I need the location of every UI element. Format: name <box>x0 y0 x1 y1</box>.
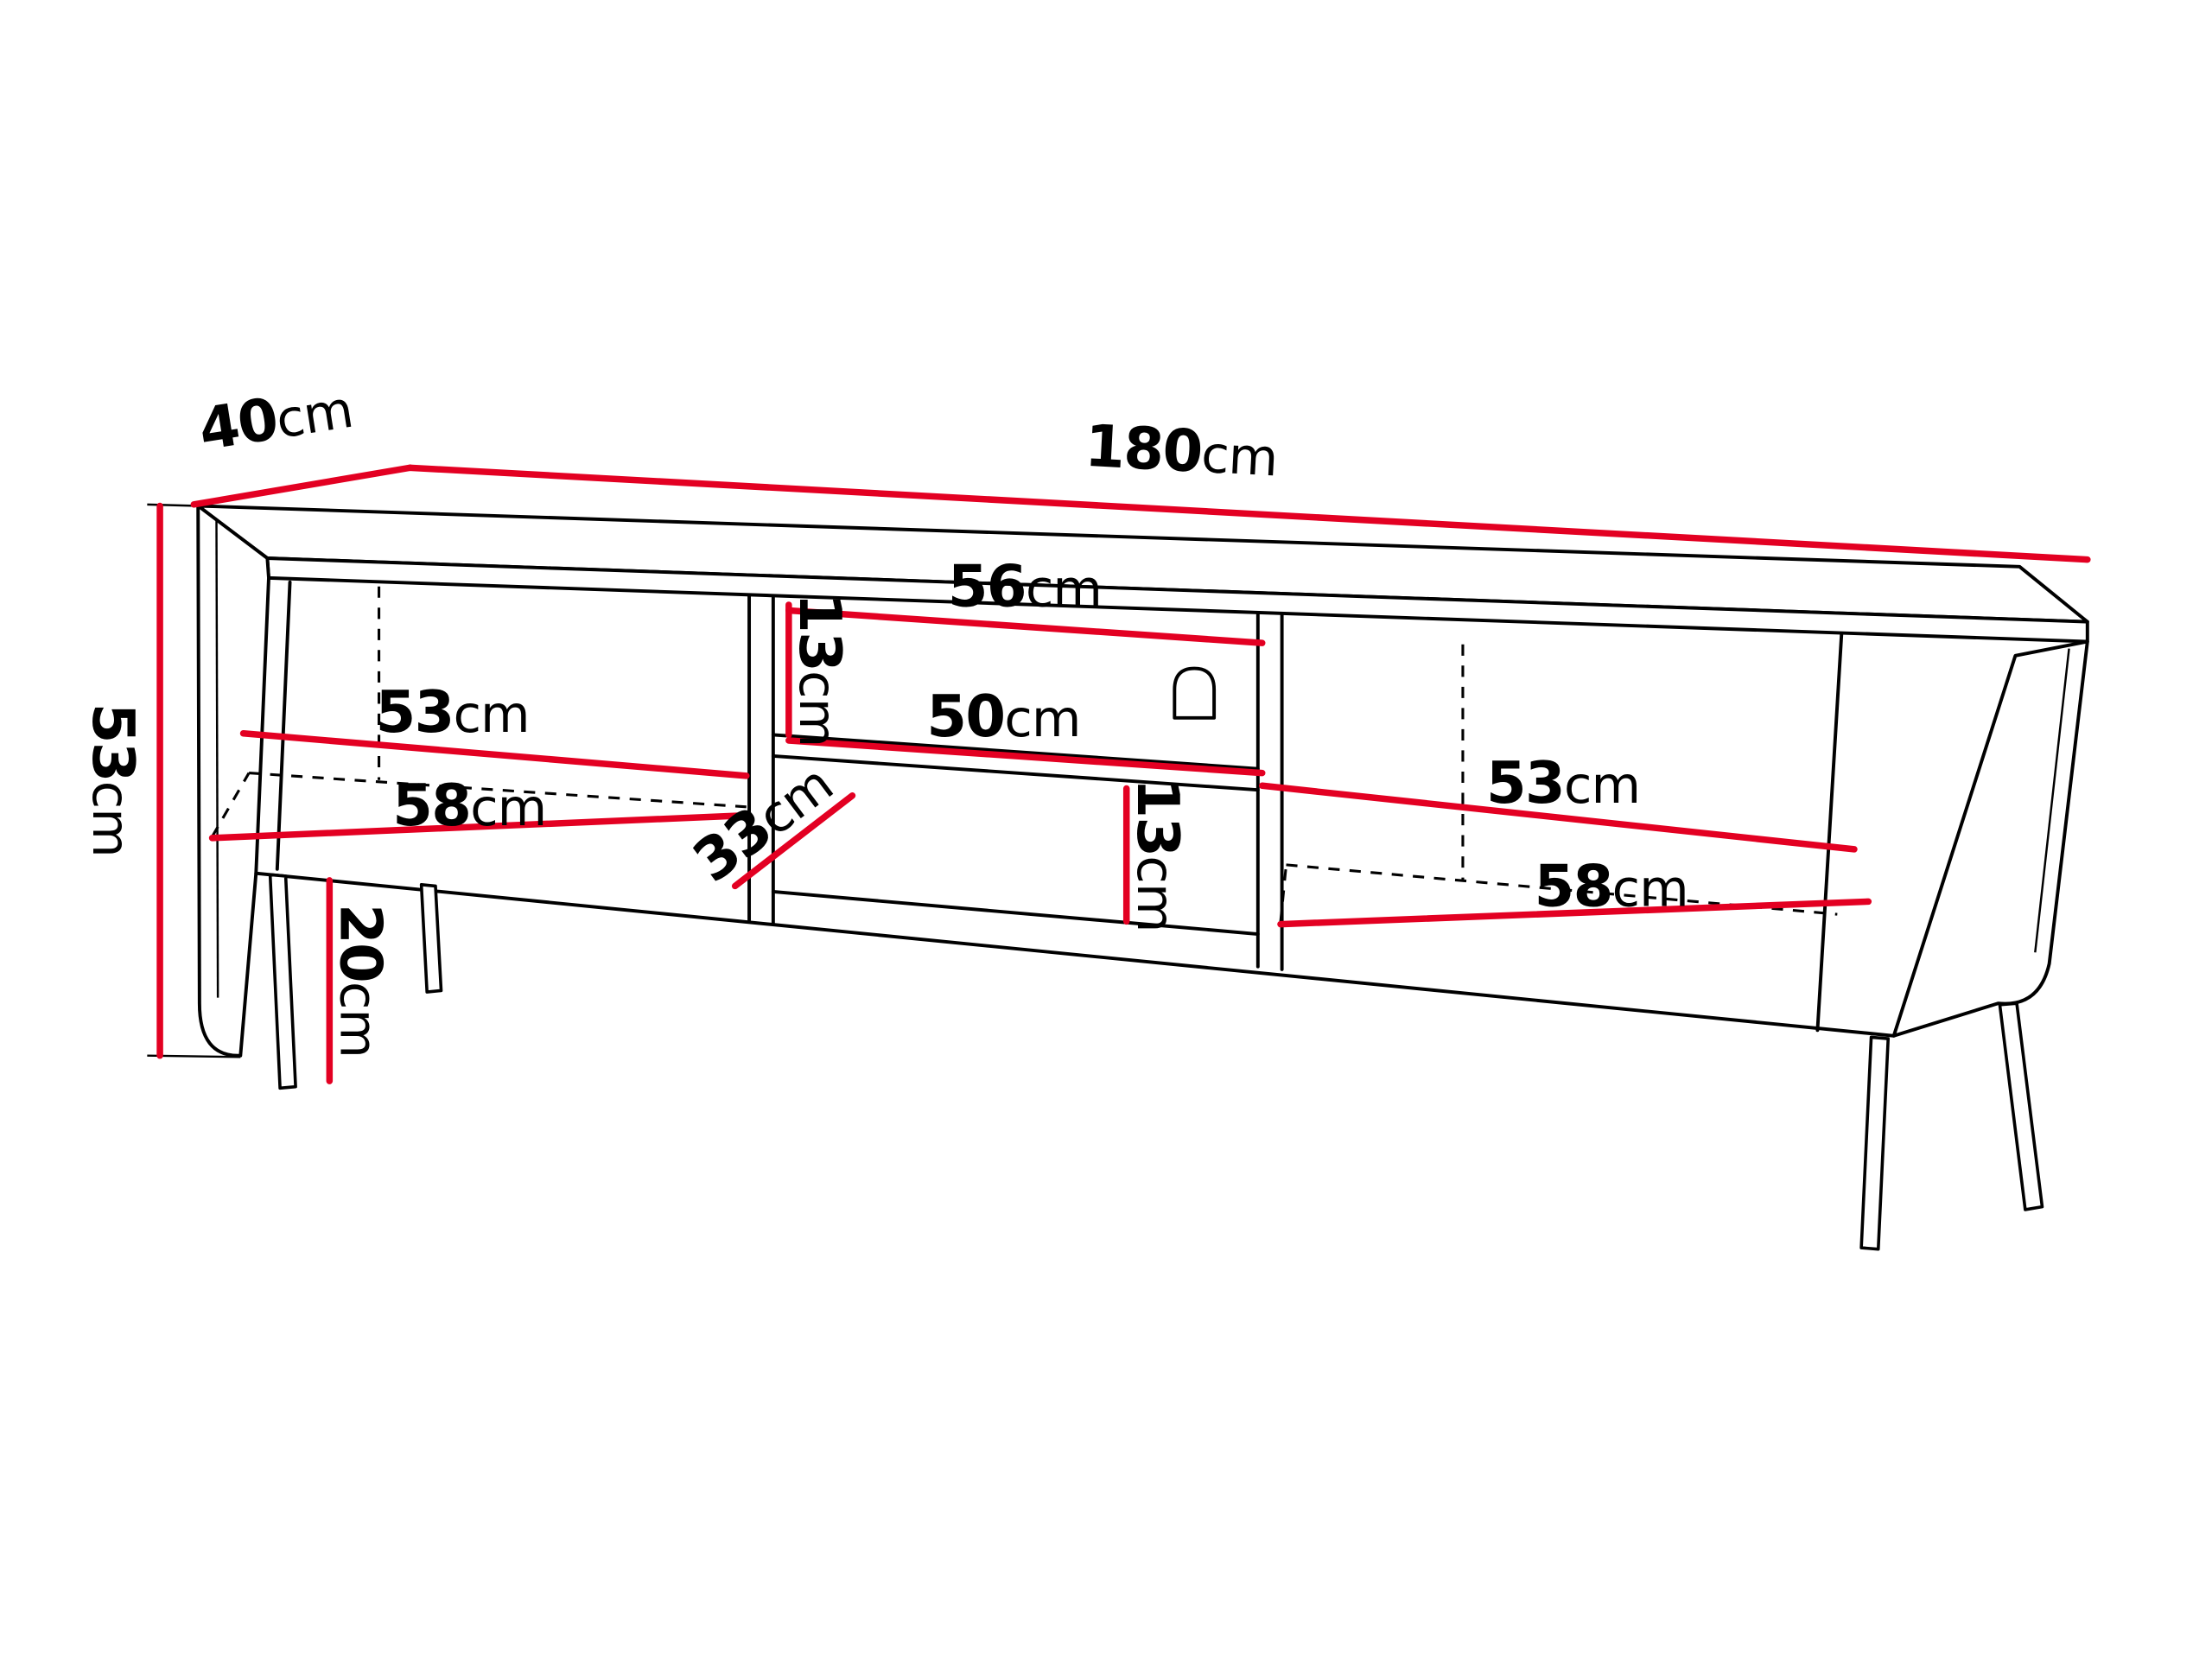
dimension-value: 13 <box>1124 778 1192 855</box>
legs <box>268 873 2044 1251</box>
height-extension-tick-top <box>147 503 199 507</box>
dimension-value: 56 <box>948 553 1026 620</box>
dimension-label-niche-top-width: 56cm <box>948 553 1102 620</box>
dimension-unit: cm <box>1564 755 1640 815</box>
right-interior-depth-hidden <box>1279 864 1288 924</box>
dimension-unit: cm <box>470 778 546 837</box>
shelf-front-top-edge <box>771 733 1260 771</box>
dimension-unit: cm <box>81 781 141 857</box>
dimension-value: 50 <box>926 683 1004 750</box>
dimension-value: 58 <box>1535 852 1612 919</box>
left-side-panel <box>196 504 270 1058</box>
dimension-value: 53 <box>1486 749 1564 817</box>
right-side-panel-edge-line <box>2034 648 2070 953</box>
dimension-unit: cm <box>454 684 530 744</box>
dimension-unit: cm <box>1026 559 1102 619</box>
dimension-labels: 40cm 180cm 53cm 53cm 58cm 13cm 56cm 50cm… <box>79 373 1688 1058</box>
dimension-label-left-door-width: 53cm <box>376 678 530 746</box>
leg-left-rear <box>268 873 297 1090</box>
dimension-value: 180 <box>1084 412 1204 486</box>
dimension-line-total-width <box>406 464 2091 563</box>
leg-left-front <box>419 882 443 994</box>
dimension-line-shelf-width <box>785 737 1266 777</box>
dimension-label-total-depth: 40cm <box>194 373 357 464</box>
left-side-panel-edge-line <box>215 518 219 998</box>
dimension-unit: cm <box>1004 689 1080 748</box>
shelf-front-bottom-edge <box>771 753 1260 792</box>
dimension-lines <box>156 464 2091 1084</box>
niche-floor-edge <box>771 889 1260 936</box>
dimension-value: 58 <box>392 772 470 839</box>
tv-stand-outline <box>147 503 2089 1058</box>
right-door-edge <box>1815 632 1844 1033</box>
dimension-line-niche-top-width <box>785 607 1266 646</box>
dimension-unit: cm <box>328 982 388 1058</box>
hidden-edges <box>211 586 1838 924</box>
dimension-value: 53 <box>79 703 147 781</box>
dimension-line-right-door-width <box>1258 782 1858 853</box>
dimension-label-right-inner-width: 58cm <box>1535 852 1688 919</box>
dimension-unit: cm <box>1126 855 1185 931</box>
dimension-line-total-depth <box>190 464 414 508</box>
dimension-unit: cm <box>1612 858 1688 918</box>
leg-right-front <box>1998 1001 2044 1211</box>
dimension-label-niche-upper-height: 13cm <box>786 593 854 747</box>
dimension-label-total-width: 180cm <box>1084 412 1280 490</box>
bottom-front-edge <box>254 871 1896 1038</box>
dimension-label-right-door-width: 53cm <box>1486 749 1640 817</box>
right-side-panel <box>1891 639 2089 1038</box>
leg-right-rear <box>1859 1035 1891 1251</box>
dimension-label-total-height: 53cm <box>79 703 147 857</box>
cable-hole <box>1173 666 1217 720</box>
dimension-line-left-door-width <box>239 730 750 779</box>
dimension-line-left-inner-width <box>208 811 750 842</box>
dimension-value: 40 <box>194 385 282 464</box>
dimension-value: 20 <box>327 904 394 982</box>
dimension-unit: cm <box>788 671 848 747</box>
dimension-label-left-inner-width: 58cm <box>392 772 546 839</box>
dimension-value: 13 <box>786 593 854 671</box>
dimension-value: 53 <box>376 678 454 746</box>
dimension-line-right-inner-width <box>1277 898 1872 928</box>
dimension-unit: cm <box>1200 424 1280 488</box>
dimension-label-shelf-width: 50cm <box>926 683 1080 750</box>
right-interior-bottom-hidden <box>1286 863 1838 916</box>
dimension-unit: cm <box>272 379 357 450</box>
dimension-label-niche-lower-height: 13cm <box>1124 778 1192 931</box>
left-door-edge <box>275 580 292 871</box>
dimension-line-niche-depth <box>731 791 856 890</box>
dimension-label-leg-height: 20cm <box>327 904 394 1058</box>
